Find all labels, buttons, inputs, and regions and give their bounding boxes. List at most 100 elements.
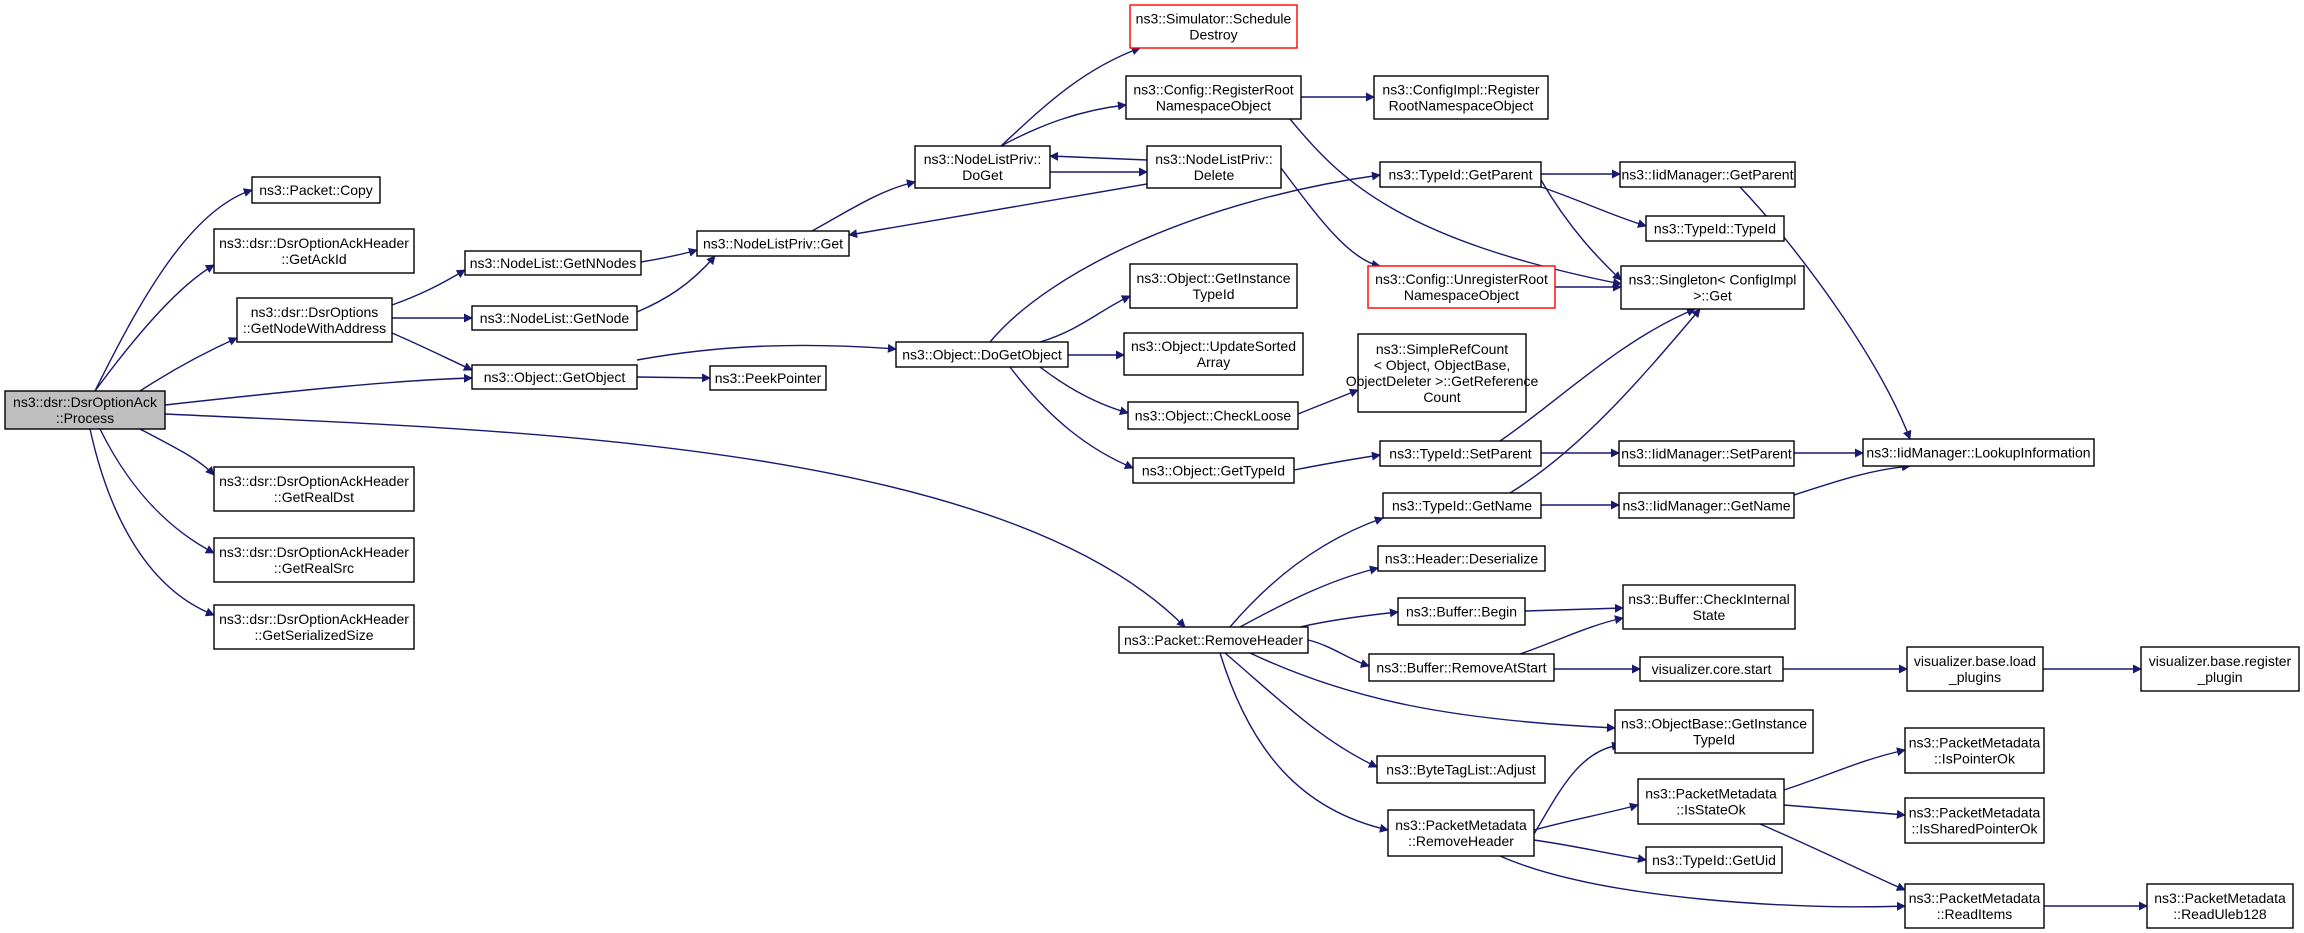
node-nodelist-get-node[interactable]: ns3::NodeList::GetNode	[471, 305, 638, 331]
call-edge	[1533, 802, 1639, 831]
node-get-real-dst[interactable]: ns3::dsr::DsrOptionAckHeader::GetRealDst	[213, 466, 415, 512]
node-visualizer-core-start[interactable]: visualizer.core.start	[1639, 656, 1784, 682]
node-packet-copy[interactable]: ns3::Packet::Copy	[251, 176, 381, 204]
node-bytetaglist-adjust[interactable]: ns3::ByteTagList::Adjust	[1376, 755, 1546, 784]
node-visualizer-base-load-plugins[interactable]: visualizer.base.load_plugins	[1906, 646, 2044, 692]
node-iidmanager-get-name[interactable]: ns3::IidManager::GetName	[1618, 492, 1795, 519]
node-object-get-object[interactable]: ns3::Object::GetObject	[471, 364, 638, 390]
call-edge	[1293, 451, 1381, 471]
call-edge	[1289, 118, 1622, 287]
node-label: ns3::Config::RegisterRoot	[1133, 82, 1293, 98]
call-edge	[1499, 307, 1696, 442]
node-get-node-with-address[interactable]: ns3::dsr::DsrOptions::GetNodeWithAddress	[236, 297, 393, 343]
node-typeid-get-uid[interactable]: ns3::TypeId::GetUid	[1645, 846, 1783, 874]
node-typeid-set-parent[interactable]: ns3::TypeId::SetParent	[1379, 440, 1542, 467]
node-label: ns3::SimpleRefCount	[1376, 341, 1508, 357]
node-box	[1132, 457, 1295, 484]
call-edge	[848, 183, 1148, 239]
node-nodelistpriv-doget[interactable]: ns3::NodeListPriv::DoGet	[914, 145, 1051, 189]
node-box	[1373, 75, 1549, 120]
call-edge	[1039, 295, 1131, 343]
call-edge	[989, 171, 1381, 343]
call-edge	[1783, 804, 1906, 819]
node-object-get-typeid[interactable]: ns3::Object::GetTypeId	[1132, 457, 1295, 484]
node-label: ns3::TypeId::GetName	[1392, 498, 1532, 514]
node-label: ns3::dsr::DsrOptionAckHeader	[219, 544, 409, 560]
node-packetmetadata-is-state-ok[interactable]: ns3::PacketMetadata::IsStateOk	[1637, 778, 1785, 825]
node-packetmetadata-is-shared-pointer-ok[interactable]: ns3::PacketMetadata::IsSharedPointerOk	[1904, 797, 2045, 844]
node-label: ::IsSharedPointerOk	[1911, 821, 2038, 837]
node-nodelist-get-n-nodes[interactable]: ns3::NodeList::GetNNodes	[464, 250, 642, 276]
node-label: ::ReadItems	[1937, 906, 2012, 922]
node-box	[1125, 75, 1302, 120]
node-packet-remove-header[interactable]: ns3::Packet::RemoveHeader	[1118, 626, 1309, 654]
node-nodelistpriv-get[interactable]: ns3::NodeListPriv::Get	[696, 230, 850, 257]
call-edge	[1540, 186, 1647, 228]
call-edge	[139, 428, 215, 476]
node-singleton-get[interactable]: ns3::Singleton< ConfigImpl >::Get	[1620, 265, 1805, 310]
call-edge	[1000, 46, 1141, 147]
node-iidmanager-set-parent[interactable]: ns3::IidManager::SetParent	[1618, 440, 1795, 467]
node-box	[1637, 778, 1785, 825]
node-packetmetadata-remove-header[interactable]: ns3::PacketMetadata::RemoveHeader	[1387, 809, 1535, 857]
node-object-do-get-object[interactable]: ns3::Object::DoGetObject	[895, 341, 1069, 368]
node-label: ns3::NodeList::GetNode	[480, 310, 630, 326]
node-typeid-get-name[interactable]: ns3::TypeId::GetName	[1382, 492, 1542, 519]
call-edge	[1524, 603, 1624, 613]
node-label: ns3::ByteTagList::Adjust	[1386, 762, 1536, 778]
node-box	[2140, 646, 2300, 692]
node-label: ns3::PacketMetadata	[1909, 890, 2041, 906]
node-typeid-get-parent[interactable]: ns3::TypeId::GetParent	[1379, 161, 1542, 188]
node-buffer-remove-at-start[interactable]: ns3::Buffer::RemoveAtStart	[1368, 653, 1555, 682]
node-box	[1118, 626, 1309, 654]
node-box	[236, 297, 393, 343]
call-edge	[164, 373, 473, 406]
node-packetmetadata-read-items[interactable]: ns3::PacketMetadata::ReadItems	[1904, 883, 2045, 929]
node-get-real-src[interactable]: ns3::dsr::DsrOptionAckHeader::GetRealSrc	[213, 537, 415, 583]
node-label: < Object, ObjectBase,	[1374, 357, 1511, 373]
node-label: ns3::Object::DoGetObject	[902, 347, 1062, 363]
node-label: ::ReadUleb128	[2173, 906, 2267, 922]
node-box	[1123, 332, 1304, 376]
node-label: ns3::TypeId::SetParent	[1389, 446, 1532, 462]
node-label: ::GetNodeWithAddress	[243, 320, 386, 336]
node-box	[1622, 584, 1796, 630]
node-box	[213, 466, 415, 512]
node-simple-ref-count[interactable]: ns3::SimpleRefCount< Object, ObjectBase,…	[1346, 333, 1539, 413]
node-configimpl-register-root[interactable]: ns3::ConfigImpl::RegisterRootNamespaceOb…	[1373, 75, 1549, 120]
node-peek-pointer[interactable]: ns3::PeekPointer	[709, 365, 827, 391]
node-packetmetadata-read-uleb128[interactable]: ns3::PacketMetadata::ReadUleb128	[2146, 883, 2294, 929]
node-box	[1620, 265, 1805, 310]
node-typeid-typeid[interactable]: ns3::TypeId::TypeId	[1645, 215, 1785, 242]
node-label: ns3::TypeId::GetUid	[1652, 852, 1776, 868]
node-process[interactable]: ns3::dsr::DsrOptionAck::Process	[4, 390, 166, 430]
node-visualizer-base-register-plugin[interactable]: visualizer.base.register_plugin	[2140, 646, 2300, 692]
node-label: ::GetAckId	[281, 251, 346, 267]
node-iidmanager-get-parent[interactable]: ns3::IidManager::GetParent	[1619, 161, 1796, 188]
node-box	[1129, 263, 1298, 309]
node-label: ns3::dsr::DsrOptionAckHeader	[219, 611, 409, 627]
node-box	[709, 365, 827, 391]
node-config-unregister-root[interactable]: ns3::Config::UnregisterRootNamespaceObje…	[1367, 265, 1556, 309]
node-label: ns3::Singleton< ConfigImpl	[1629, 272, 1797, 288]
node-packetmetadata-is-pointer-ok[interactable]: ns3::PacketMetadata::IsPointerOk	[1904, 727, 2045, 774]
node-get-serialized-size[interactable]: ns3::dsr::DsrOptionAckHeader::GetSeriali…	[213, 604, 415, 650]
call-edges	[89, 46, 2148, 911]
node-label: ns3::IidManager::SetParent	[1621, 446, 1792, 462]
call-edge	[1239, 565, 1379, 628]
node-nodelistpriv-delete[interactable]: ns3::NodeListPriv::Delete	[1146, 145, 1282, 189]
node-header-deserialize[interactable]: ns3::Header::Deserialize	[1377, 545, 1546, 572]
node-label: ::GetRealSrc	[274, 560, 354, 576]
node-label: ns3::dsr::DsrOptionAckHeader	[219, 473, 409, 489]
node-buffer-begin[interactable]: ns3::Buffer::Begin	[1397, 597, 1526, 626]
node-object-check-loose[interactable]: ns3::Object::CheckLoose	[1127, 401, 1299, 430]
node-get-ack-id[interactable]: ns3::dsr::DsrOptionAckHeader::GetAckId	[213, 228, 415, 274]
node-label: ns3::Packet::Copy	[259, 182, 373, 198]
node-iidmanager-lookup-information[interactable]: ns3::IidManager::LookupInformation	[1862, 438, 2095, 467]
